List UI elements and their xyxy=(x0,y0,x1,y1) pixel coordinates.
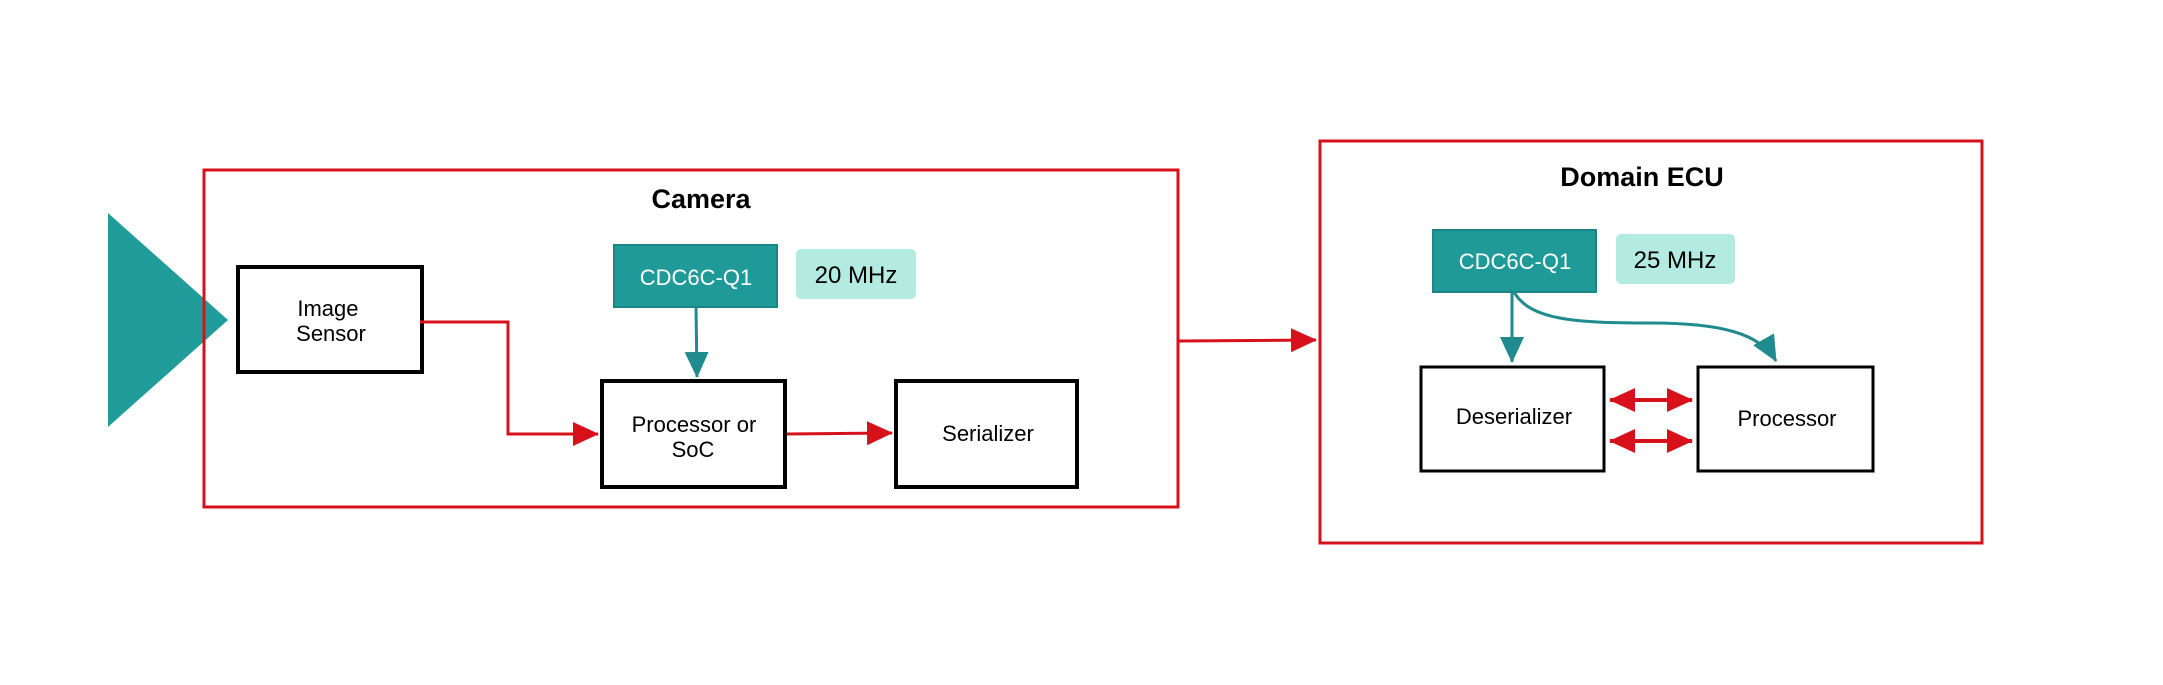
ecu-frequency-label: 25 MHz xyxy=(1634,247,1717,274)
ecu-group-title: Domain ECU xyxy=(1560,162,1724,192)
ecu-clock-to-processor-arrow xyxy=(1512,291,1778,362)
deserializer-block xyxy=(1419,365,1606,473)
processor-soc-block xyxy=(600,379,787,489)
image-sensor-label-line2: Sensor xyxy=(296,321,366,346)
camera-group-border xyxy=(202,168,1180,509)
camera-clock-label: CDC6C-Q1 xyxy=(640,265,752,290)
camera-frequency-label: 20 MHz xyxy=(815,262,898,289)
processor-soc-label-line1: Processor or xyxy=(632,412,757,437)
ecu-processor-block xyxy=(1696,365,1875,473)
camera-to-ecu-arrow xyxy=(1178,328,1317,353)
deserializer-label: Deserializer xyxy=(1456,404,1572,429)
camera-group-title: Camera xyxy=(651,184,751,214)
camera-lens-triangle-icon xyxy=(108,213,228,427)
sensor-to-processor-arrow xyxy=(420,320,599,446)
ecu-group-border xyxy=(1318,139,1984,545)
serializer-block xyxy=(894,379,1079,489)
serializer-label: Serializer xyxy=(942,421,1034,446)
ecu-clock-label: CDC6C-Q1 xyxy=(1459,249,1571,274)
ecu-frequency-badge xyxy=(1616,234,1735,284)
image-sensor-label: Image Sensor xyxy=(296,296,366,346)
processor-soc-label-line2: SoC xyxy=(672,437,715,462)
camera-clock-block xyxy=(613,244,778,308)
processor-soc-label: Processor or SoC xyxy=(632,412,763,462)
processor-to-serializer-arrow xyxy=(786,421,893,446)
ecu-processor-label: Processor xyxy=(1737,406,1836,431)
image-sensor-label-line1: Image xyxy=(297,296,358,321)
camera-clock-to-processor-arrow xyxy=(684,306,709,378)
image-sensor-block xyxy=(236,265,424,374)
camera-frequency-badge xyxy=(796,249,916,299)
